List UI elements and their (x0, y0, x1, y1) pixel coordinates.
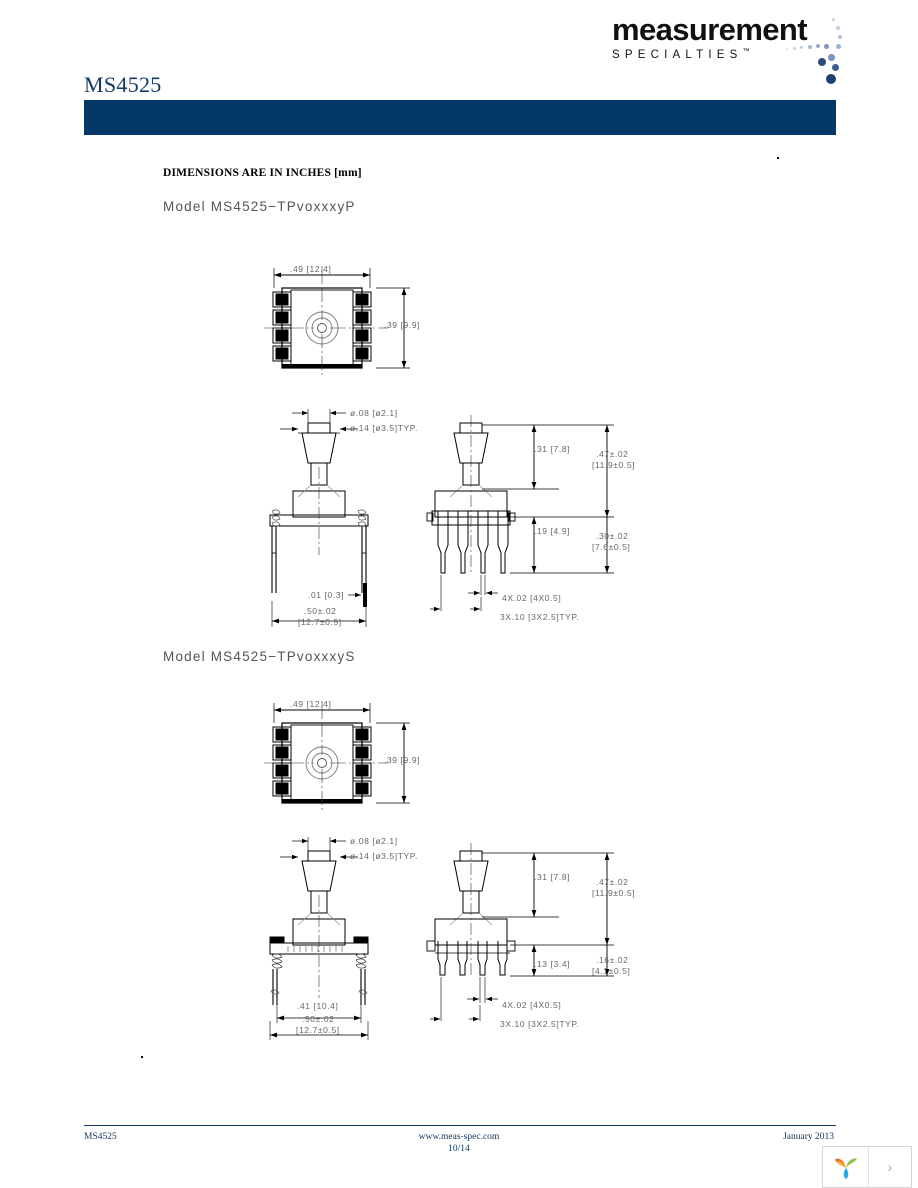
logo-dots-swoosh (762, 18, 848, 90)
front-view-body-width-dim-s: .50±.02 (302, 1014, 335, 1024)
side-view-below-flange-dim-s: .16±.02 (596, 955, 629, 965)
side-view-lead-pitch-dim-s: 3X.10 [3X2.5]TYP. (500, 1019, 580, 1029)
side-view-lead-width-dim-s: 4X.02 [4X0.5] (502, 1000, 562, 1010)
side-view-total-height-mm-p: [11.9±0.5] (592, 460, 636, 470)
footer-part-number: MS4525 (84, 1132, 117, 1142)
side-view-lead-length-dim-s: .13 [3.4] (534, 959, 571, 969)
model-label-p: Model MS4525−TPvoxxxyP (163, 199, 356, 214)
front-view-port-large-typ-s: TYP. (397, 851, 418, 861)
page-navigation-widget[interactable]: › (822, 1146, 912, 1188)
logo-wordmark: measurement (612, 12, 808, 47)
top-view-width-dim-s: .49 [12.4] (290, 699, 332, 709)
page-title: MS4525 (84, 72, 162, 97)
front-view-inner-width-dim-s: .41 [10.4] (297, 1001, 339, 1011)
units-note: DIMENSIONS ARE IN INCHES [mm] (163, 167, 362, 179)
side-view-drawing-p (426, 415, 614, 612)
front-view-port-small-dim-p: ø.08 [ø2.1] (350, 408, 398, 418)
scan-mark-upper (777, 157, 779, 159)
front-view-drawing-s (269, 837, 369, 1040)
logo-tagline: SPECIALTIES™ (612, 48, 840, 61)
front-view-body-width-mm-p: [12.7±0.5] (298, 617, 342, 627)
side-view-lead-pitch-dim-p: 3X.10 [3X2.5]TYP. (500, 612, 580, 622)
footer-divider (84, 1125, 836, 1126)
front-view-port-large-value-s: ø.14 [ø3.5] (350, 851, 398, 861)
top-view-height-dim-s: .39 [9.9] (384, 755, 421, 765)
side-view-total-height-dim-s: .47±.02 (596, 877, 629, 887)
front-view-body-width-dim-p: .50±.02 (304, 606, 337, 616)
footer-website[interactable]: www.meas-spec.com (418, 1132, 500, 1142)
front-view-port-small-dim-s: ø.08 [ø2.1] (350, 836, 398, 846)
side-view-below-flange-dim-p: .30±.02 (596, 531, 629, 541)
side-view-lead-length-dim-p: .19 [4.9] (534, 526, 571, 536)
trademark-symbol: ™ (742, 48, 750, 55)
side-view-lead-width-dim-p: 4X.02 [4X0.5] (502, 593, 562, 603)
side-view-below-flange-mm-p: [7.6±0.5] (592, 542, 631, 552)
viewer-logo-icon (823, 1147, 869, 1187)
side-view-below-flange-mm-s: [4.1±0.5] (592, 966, 631, 976)
company-logo: measurement SPECIALTIES™ (612, 12, 842, 90)
front-view-port-large-typ-p: TYP. (397, 423, 418, 433)
title-bar (84, 100, 836, 135)
top-view-width-dim-p: .49 [12.4] (290, 264, 332, 274)
side-view-total-height-dim-p: .47±.02 (596, 449, 629, 459)
scan-mark-lower (141, 1056, 143, 1058)
top-view-drawing-p (264, 266, 410, 378)
top-view-drawing-s (264, 701, 410, 813)
front-view-port-large-dim-s: ø.14 [ø3.5]TYP. (350, 851, 418, 861)
side-view-lead-pitch-value-s: 3X.10 [3X2.5] (500, 1019, 560, 1029)
model-label-s: Model MS4525−TPvoxxxyS (163, 649, 356, 664)
front-view-body-width-mm-s: [12.7±0.5] (296, 1025, 340, 1035)
side-view-drawing-s (426, 843, 614, 1022)
front-view-port-large-dim-p: ø.14 [ø3.5]TYP. (350, 423, 418, 433)
side-view-port-height-dim-s: .31 [7.8] (534, 872, 571, 882)
front-view-lead-thickness-dim-p: .01 [0.3] (308, 590, 345, 600)
front-view-drawing-p (269, 409, 369, 627)
next-page-chevron-icon[interactable]: › (887, 1159, 893, 1175)
front-view-port-large-value-p: ø.14 [ø3.5] (350, 423, 398, 433)
side-view-lead-pitch-typ-s: TYP. (559, 1019, 580, 1029)
logo-tagline-text: SPECIALTIES (612, 48, 743, 61)
side-view-port-height-dim-p: .31 [7.8] (534, 444, 571, 454)
side-view-lead-pitch-value-p: 3X.10 [3X2.5] (500, 612, 560, 622)
side-view-total-height-mm-s: [11.9±0.5] (592, 888, 636, 898)
side-view-lead-pitch-typ-p: TYP. (559, 612, 580, 622)
footer-page-number: 10/14 (448, 1144, 470, 1154)
footer-date: January 2013 (783, 1132, 834, 1142)
top-view-height-dim-p: .39 [9.9] (384, 320, 421, 330)
